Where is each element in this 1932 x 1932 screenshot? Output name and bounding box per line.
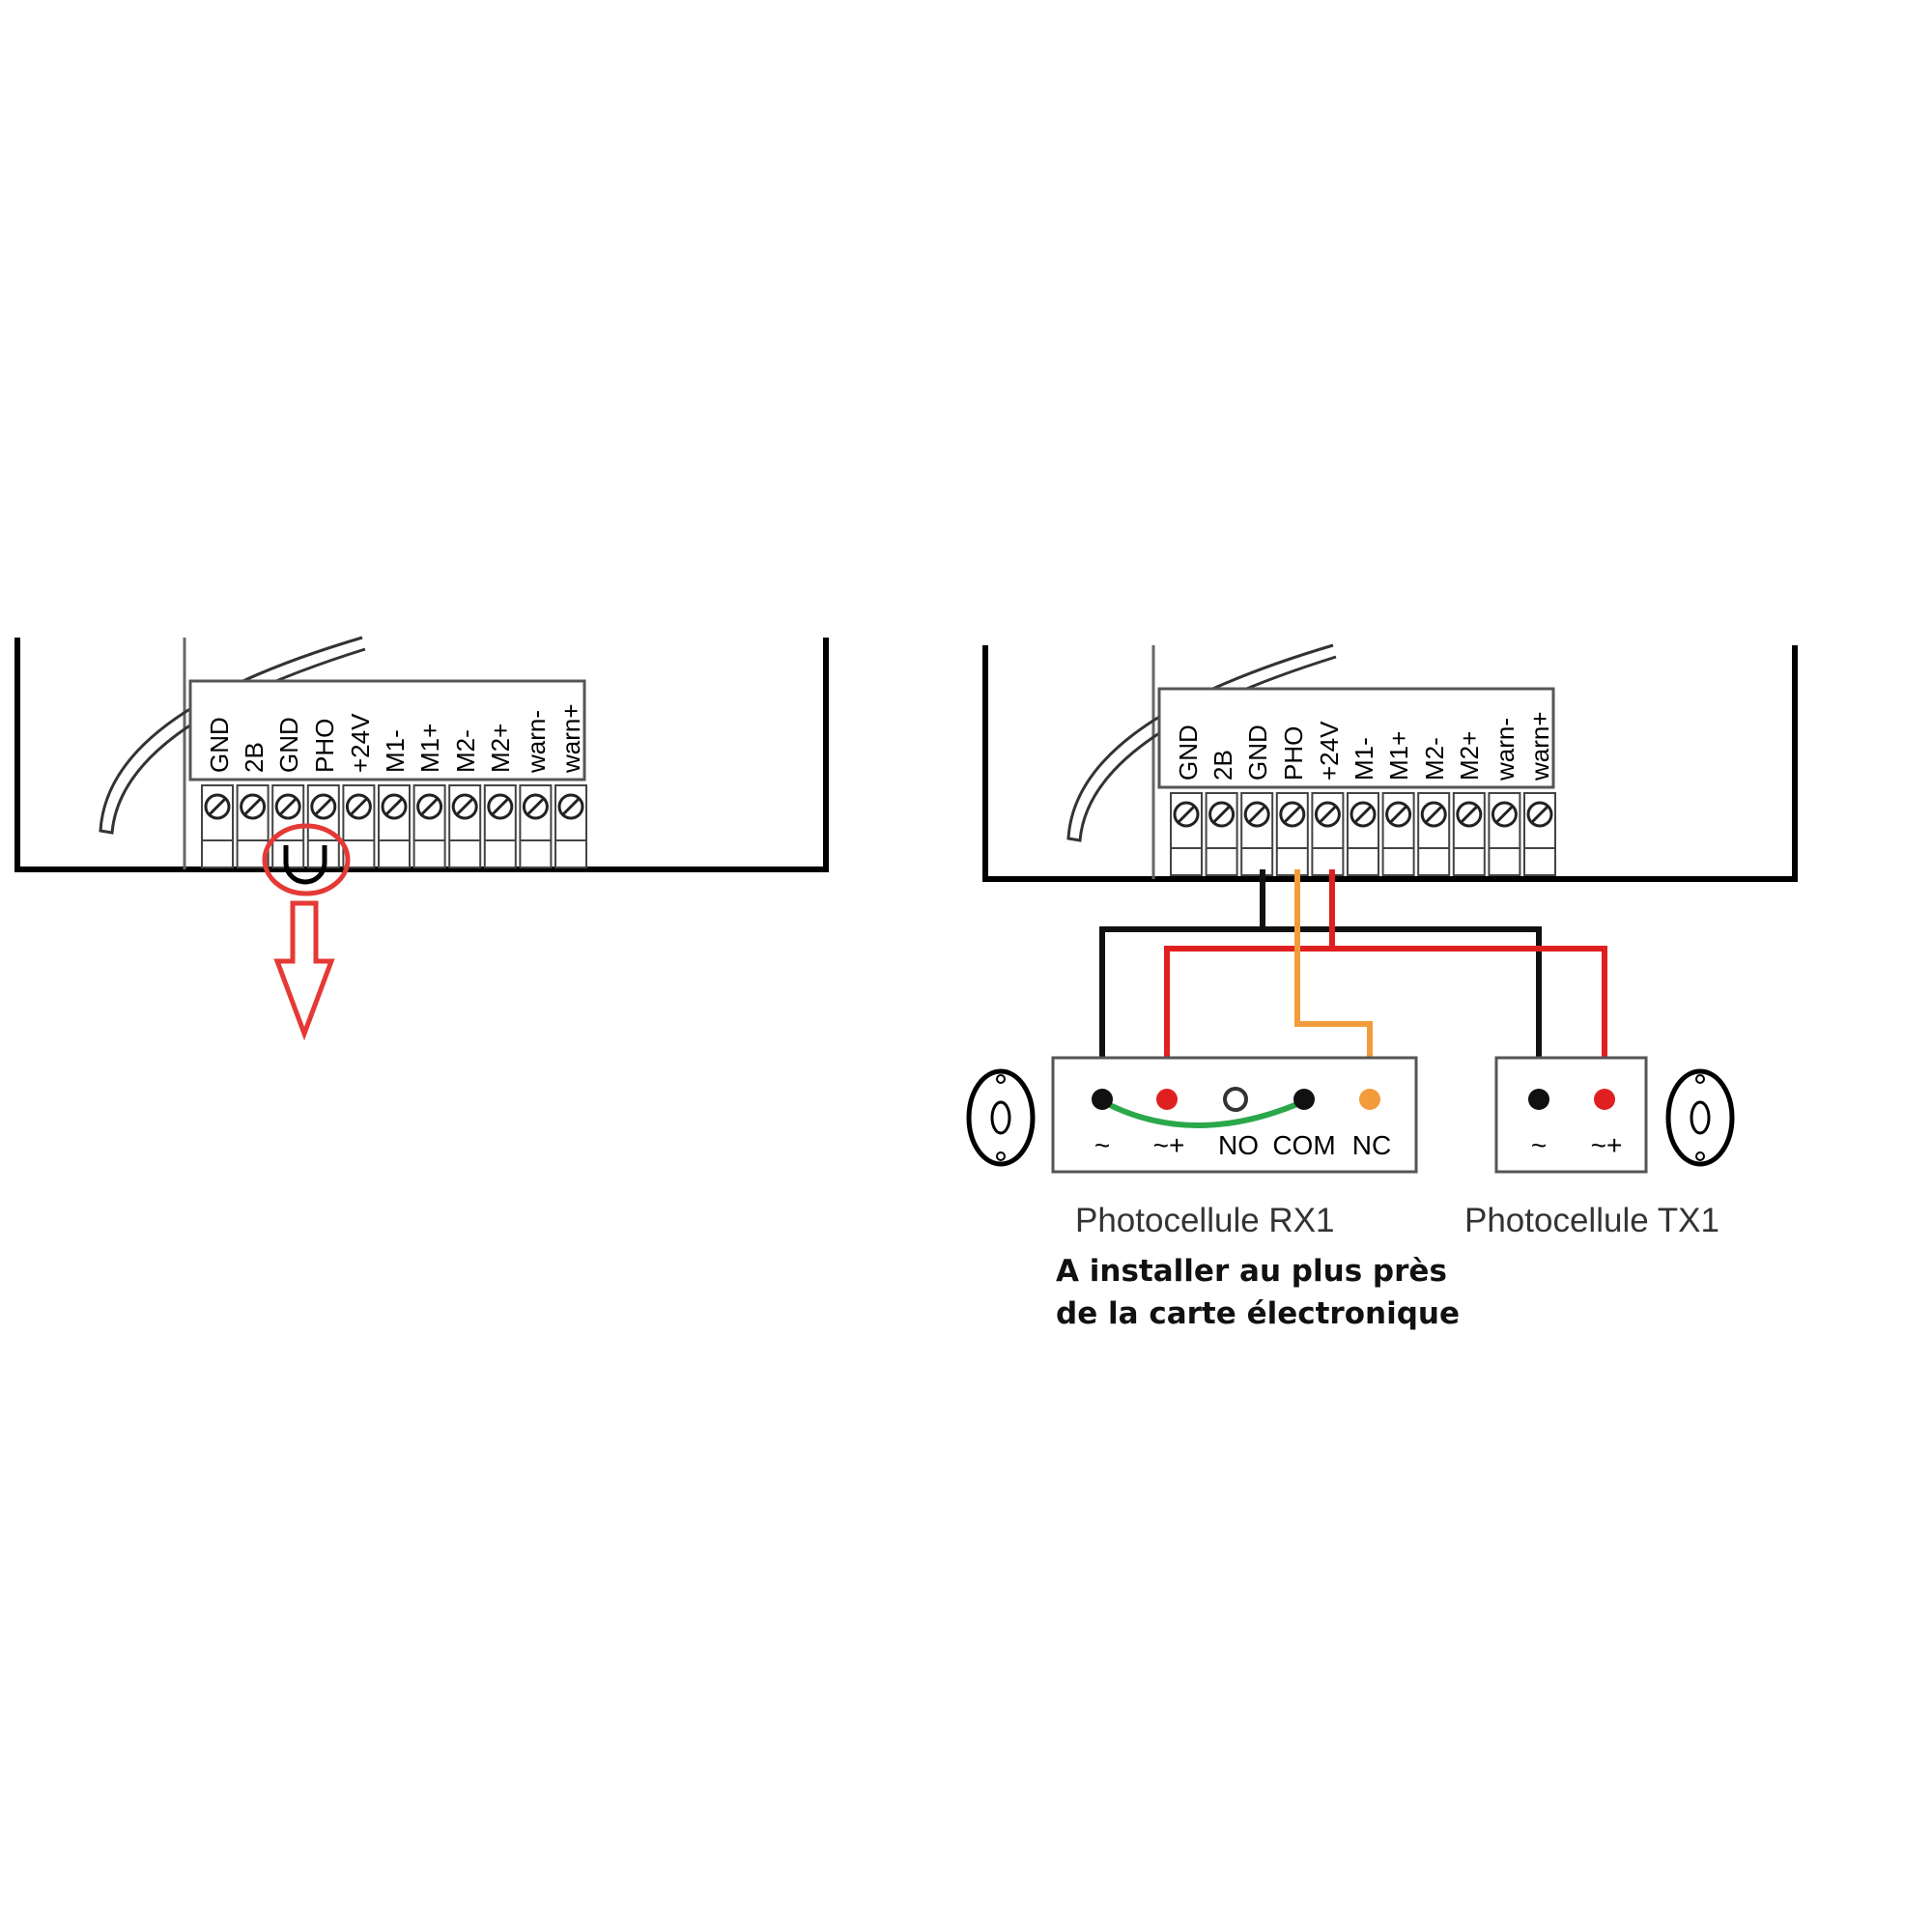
left-terminal-block — [188, 679, 586, 781]
screw-slot — [1248, 805, 1266, 824]
wires — [1099, 869, 1607, 1099]
screw-slot — [1495, 805, 1514, 824]
rx1-terminal-neg — [1092, 1089, 1113, 1110]
screw-slot — [243, 797, 262, 816]
right-terminal-labels: GND 2B GND PHO +24V M1- M1+ M2- M2+ warn… — [1174, 711, 1554, 781]
terminal-label: M1+ — [415, 724, 444, 773]
rx1-terminal-no — [1223, 1087, 1248, 1112]
terminal-label: M1- — [381, 729, 410, 773]
left-control-board: GND 2B GND PHO +24V M1- M1+ M2- M2+ warn… — [14, 636, 829, 1041]
right-terminal-block — [1157, 687, 1555, 789]
terminal-label: GND — [1174, 724, 1203, 781]
rx1-terminal-com — [1293, 1089, 1315, 1110]
terminal-label: 2B — [240, 742, 269, 773]
terminal-label: +24V — [1315, 721, 1344, 781]
screw-slot — [1425, 805, 1443, 824]
terminal-label: M2+ — [486, 724, 515, 773]
screw-slot — [526, 797, 545, 816]
photocell-rx1: ~ ~+ NO COM NC Photocellule RX1 — [966, 1056, 1418, 1239]
left-terminal-screws — [201, 784, 587, 868]
terminal-label: GND — [1243, 724, 1272, 781]
rx1-pin-label: NO — [1218, 1130, 1259, 1160]
left-terminal-labels: GND 2B GND PHO +24V M1- M1+ M2- M2+ warn… — [205, 703, 585, 774]
rx1-pin-label: COM — [1272, 1130, 1335, 1160]
note-line-2: de la carte électronique — [1056, 1296, 1460, 1331]
jumper-highlight — [262, 823, 351, 1041]
tx1-housing — [1494, 1056, 1648, 1174]
jumper-link — [283, 845, 327, 885]
terminal-label: M1+ — [1384, 731, 1413, 781]
oval-lens-icon — [966, 1068, 1036, 1167]
screw-slot — [1460, 805, 1478, 824]
right-enclosure-outline — [982, 645, 1798, 882]
red-circle-icon — [262, 823, 351, 896]
rx1-pin-label: ~ — [1094, 1130, 1110, 1160]
screw-slot — [1283, 805, 1301, 824]
terminal-label: PHO — [310, 719, 339, 773]
terminal-label: GND — [205, 717, 234, 773]
terminal-label: warn- — [522, 710, 551, 774]
down-arrow-icon — [273, 900, 335, 1041]
right-control-board: GND 2B GND PHO +24V M1- M1+ M2- M2+ warn… — [982, 643, 1798, 882]
tx1-pin-label: ~+ — [1591, 1130, 1623, 1160]
screw-slot — [1530, 805, 1549, 824]
terminal-label: GND — [274, 717, 303, 773]
oval-lens-icon — [1665, 1068, 1735, 1167]
red-wire — [1164, 869, 1607, 1099]
tx1-title: Photocellule TX1 — [1464, 1202, 1719, 1239]
screw-slot — [1212, 805, 1231, 824]
screw-slot — [1177, 805, 1196, 824]
screw-slot — [208, 797, 227, 816]
tx1-terminal-neg — [1528, 1089, 1549, 1110]
terminal-label: +24V — [346, 713, 375, 773]
rx1-pin-label: NC — [1352, 1130, 1391, 1160]
terminal-label: M2- — [451, 729, 480, 773]
installation-note: A installer au plus près de la carte éle… — [1056, 1254, 1460, 1331]
terminal-label: warn+ — [1525, 711, 1554, 781]
screw-slot — [384, 797, 404, 816]
rx1-housing — [1051, 1056, 1418, 1174]
tx1-terminal-pos — [1594, 1089, 1615, 1110]
terminal-label: warn+ — [556, 703, 585, 774]
terminal-label: M2- — [1420, 737, 1449, 781]
rx1-pin-label: ~+ — [1153, 1130, 1185, 1160]
green-jumper-wire — [1100, 1098, 1306, 1128]
screw-slot — [279, 797, 298, 816]
rx1-title: Photocellule RX1 — [1075, 1202, 1335, 1239]
terminal-label: 2B — [1208, 750, 1237, 781]
screw-slot — [314, 797, 332, 816]
screw-slot — [1389, 805, 1407, 824]
terminal-label: PHO — [1279, 726, 1308, 781]
left-enclosure-outline — [14, 638, 829, 872]
screw-slot — [1319, 805, 1337, 824]
screw-slot — [1353, 805, 1373, 824]
terminal-label: M1- — [1350, 737, 1378, 781]
terminal-label: warn- — [1491, 718, 1520, 781]
screw-slot — [491, 797, 509, 816]
black-wire — [1099, 869, 1542, 1099]
screw-slot — [561, 797, 581, 816]
screw-slot — [420, 797, 439, 816]
terminal-label: M2+ — [1455, 731, 1484, 781]
screw-slot — [456, 797, 474, 816]
screw-slot — [350, 797, 368, 816]
right-terminal-screws — [1170, 792, 1556, 876]
photocell-tx1: ~ ~+ Photocellule TX1 — [1464, 1056, 1735, 1239]
rx1-terminal-pos — [1156, 1089, 1178, 1110]
note-line-1: A installer au plus près — [1056, 1254, 1447, 1289]
rx1-terminal-nc — [1359, 1089, 1380, 1110]
tx1-pin-label: ~ — [1531, 1130, 1547, 1160]
